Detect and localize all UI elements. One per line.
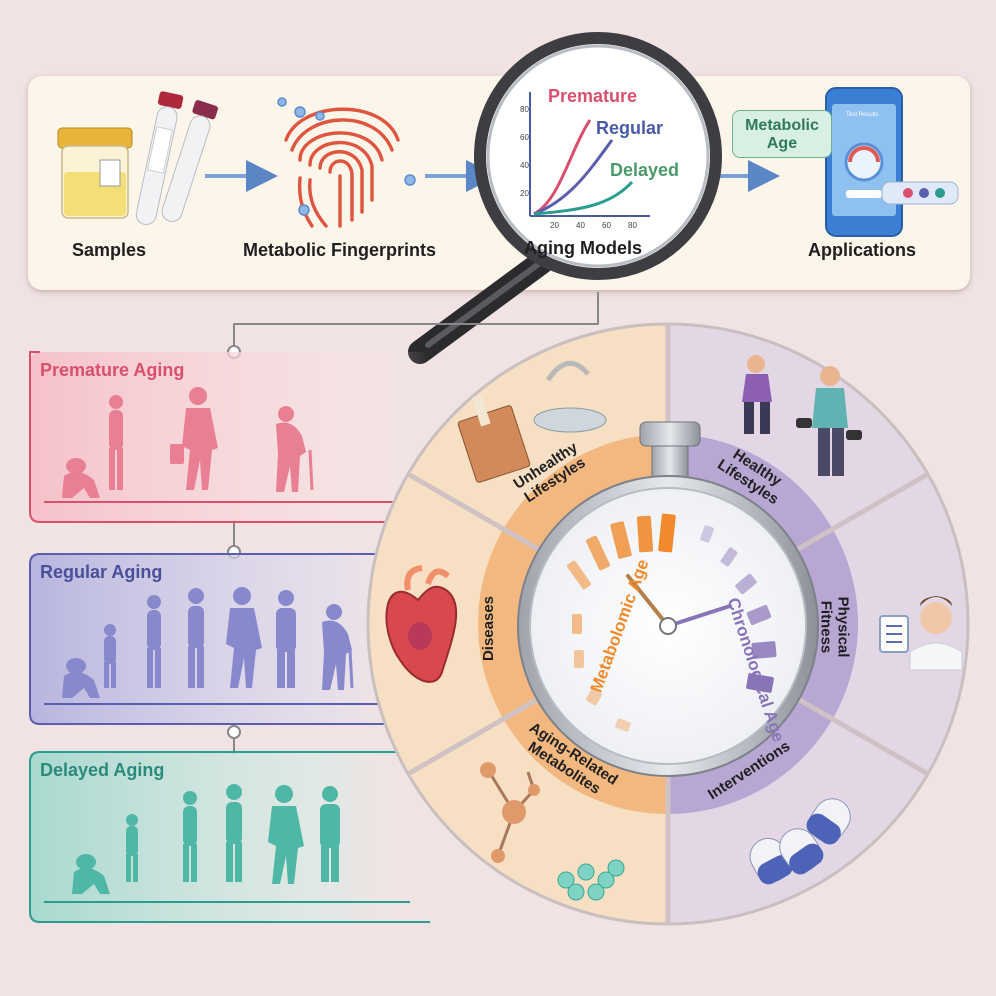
premature-silhouettes [62,387,314,498]
fingerprint-icon [277,97,416,228]
delayed-silhouettes [72,784,340,894]
cigarettes-icon [457,361,607,483]
metabolic-age-bubble: Metabolic Age [732,110,832,158]
chart-ytick: 40 [520,161,529,170]
pills-icon [749,798,851,885]
fitness-line-2: Fitness [817,600,835,654]
curve-delayed-label: Delayed [610,160,680,180]
aging-chart [529,92,650,217]
title-premature: Premature Aging [40,360,185,380]
phone-icon [825,87,959,237]
chart-ytick: 60 [520,133,529,142]
stopwatch-icon [517,421,819,777]
sample-tubes-icon [135,91,218,226]
label-applications: Applications [808,240,917,260]
premature-panel [29,351,430,523]
chart-ytick: 20 [520,189,529,198]
title-regular: Regular Aging [40,562,163,582]
curve-regular-label: Regular [596,118,664,138]
label-models: Aging Models [524,238,642,258]
chart-xtick: 40 [576,221,585,230]
heart-icon [385,565,458,683]
label-samples: Samples [72,240,147,260]
chart-ytick: 80 [520,105,529,114]
chart-xtick: 20 [550,221,559,230]
bubble-line-2: Age [766,135,798,152]
title-delayed: Delayed Aging [40,760,165,780]
molecules-icon [480,762,625,901]
fitness-line-1: Physical [834,596,852,658]
label-diseases: Diseases [480,595,498,662]
doctor-icon [879,596,963,671]
regular-silhouettes [62,587,354,698]
label-fingerprints: Metabolic Fingerprints [243,240,437,260]
curve-premature-label: Premature [548,86,638,106]
phone-header-text: Test Results [846,112,879,118]
athletes-icon [742,355,862,476]
label-physical-fitness: Physical Fitness [817,597,851,658]
bubble-line-1: Metabolic [745,117,819,134]
chart-xtick: 80 [628,221,637,230]
sample-jar-icon [57,127,133,219]
chart-xtick: 60 [602,221,611,230]
